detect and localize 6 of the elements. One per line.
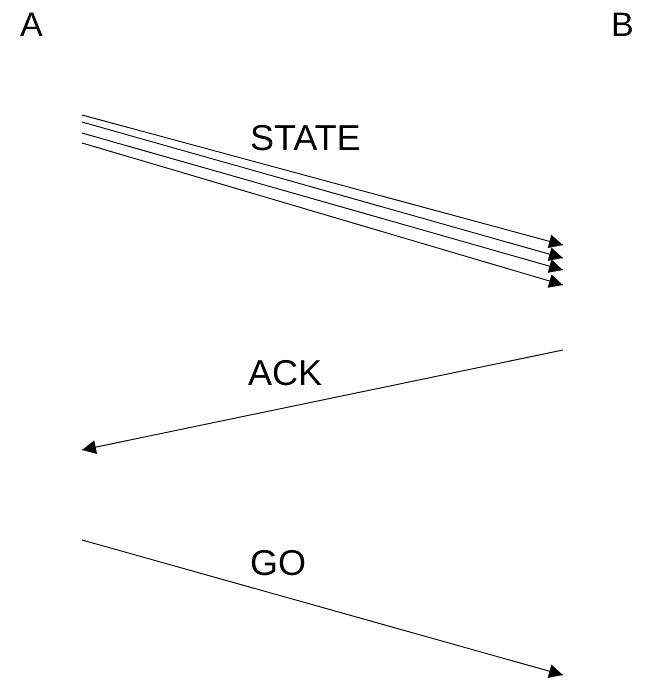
message-arrow (82, 142, 564, 288)
message-arrow (82, 540, 564, 678)
participant-label: B (611, 8, 634, 42)
message-arrow (82, 350, 564, 454)
participant-label: A (20, 8, 43, 42)
message-arrow (82, 132, 564, 273)
